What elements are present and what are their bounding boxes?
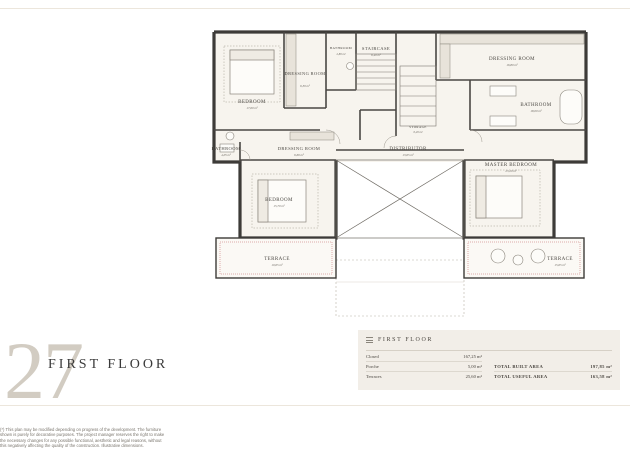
floor-plan: STAIRCASE 6,40 m² BATHROOM 2,80 m² DRESS… <box>200 20 600 320</box>
disclaimer-line: this negatively affecting the quality of… <box>0 443 144 449</box>
areas-panel-title: FIRST FLOOR <box>378 337 434 343</box>
room-distributor-area: 13,65 m² <box>402 153 413 158</box>
bed-master-pillows <box>475 175 487 219</box>
room-terrace-left-area: 10,65 m² <box>271 263 282 268</box>
area-row-value: 5,00 m² <box>467 364 482 369</box>
area-row-label: Closed <box>366 354 379 359</box>
room-bedroom-mid-label: BEDROOM <box>265 198 293 203</box>
toilet-left <box>225 131 235 141</box>
door-swing-2 <box>383 135 397 149</box>
terrace-right-outline <box>463 237 585 279</box>
door-swing-4 <box>239 149 251 161</box>
rug-top <box>223 45 281 103</box>
area-row-rule <box>366 371 482 372</box>
bathtub <box>559 89 583 125</box>
disclaimer-line: (*) This plan may be modified depending … <box>0 427 162 432</box>
armchair-1 <box>490 248 506 264</box>
total-value: 197,85 m² <box>590 364 612 369</box>
door-swing-1 <box>325 129 341 145</box>
wardrobe-4 <box>289 131 335 141</box>
room-bathroom-small-label: BATHROOM <box>330 46 352 50</box>
room-master-bedroom-label: MASTER BEDROOM <box>485 163 537 168</box>
room-bathroom-master-label: BATHROOM <box>520 103 551 108</box>
room-staircase-label: STAIRCASE <box>362 46 390 51</box>
area-row-value: 25,60 m² <box>465 374 482 379</box>
area-row-label: Porche <box>366 364 379 369</box>
floor-plan-drawing: STAIRCASE 6,40 m² BATHROOM 2,80 m² DRESS… <box>212 30 588 317</box>
terrace-right-rail <box>467 241 581 275</box>
total-rule <box>494 371 612 372</box>
room-dressing-mid-area: 6,60 m² <box>294 153 304 158</box>
terrace-left-outline <box>215 237 337 279</box>
room-dressing-top-label: DRESSING ROOM <box>489 57 535 62</box>
total-label: TOTAL BUILT AREA <box>494 364 544 369</box>
wardrobe-2 <box>439 33 585 45</box>
top-rule <box>0 8 630 9</box>
page-number: 27 <box>4 325 84 416</box>
door-swing-3 <box>469 129 483 143</box>
wall-west <box>212 32 242 238</box>
bed-top-pillows <box>229 49 275 61</box>
disclaimer-line: shown is purely for decorative purposes.… <box>0 432 165 438</box>
wardrobe-1 <box>285 33 297 107</box>
room-bathroom-left-area: 4,05 m² <box>221 153 231 158</box>
vanity-1 <box>489 85 517 97</box>
void-area <box>335 159 465 239</box>
room-dressing-mid-label: DRESSING ROOM <box>278 146 321 151</box>
areas-panel: FIRST FLOOR Closed 167,25 m² Porche 5,00… <box>358 330 620 390</box>
room-dressing-left-area: 6,30 m² <box>300 84 310 89</box>
bed-mid-pillows <box>257 179 269 223</box>
sink-left <box>219 143 235 153</box>
area-row-rule <box>366 361 482 362</box>
wall-east <box>552 32 588 238</box>
void-cross-2 <box>335 159 465 239</box>
room-bedroom-mid-area: 15,70 m² <box>273 204 284 209</box>
rug-mid <box>251 173 319 229</box>
room-storage-area: 0,20 m² <box>413 130 422 135</box>
room-bedroom-top-area: 17,60 m² <box>246 106 257 111</box>
room-distributor-label: DISTRIBUTOR <box>389 147 427 152</box>
list-icon <box>366 337 373 343</box>
room-terrace-right-area: 15,65 m² <box>554 263 565 268</box>
areas-panel-divider <box>366 350 612 351</box>
room-bathroom-left-label: BATHROOM <box>212 146 241 151</box>
porch-outline <box>335 259 465 317</box>
room-dressing-top-area: 16,80 m² <box>506 63 517 68</box>
vanity-2 <box>489 115 517 127</box>
wardrobe-3 <box>439 43 451 79</box>
room-dressing-left-label: DRESSING ROOM <box>285 71 326 76</box>
armchair-2 <box>530 248 546 264</box>
room-bedroom-top-label: BEDROOM <box>238 100 266 105</box>
room-terrace-right-label: TERRACE <box>547 257 573 262</box>
room-master-bedroom-area: 23,20 m² <box>505 169 516 174</box>
area-row-label: Terraces <box>366 374 382 379</box>
total-value: 163,58 m² <box>590 374 612 379</box>
room-terrace-left-label: TERRACE <box>264 257 290 262</box>
room-bathroom-master-area: 18,00 m² <box>530 109 541 114</box>
room-storage-label: STORAGE <box>409 125 426 129</box>
terrace-left-rail <box>219 241 333 275</box>
area-row-value: 167,25 m² <box>463 354 482 359</box>
room-bathroom-small-area: 2,80 m² <box>336 52 345 57</box>
floor-title: FIRST FLOOR <box>48 357 169 372</box>
disclaimer-line: the necessary changes for any possible f… <box>0 437 162 443</box>
room-staircase-area: 6,40 m² <box>371 53 381 58</box>
toilet-small <box>346 62 354 70</box>
bottom-rule <box>0 405 630 406</box>
total-label: TOTAL USEFUL AREA <box>494 374 548 379</box>
disclaimer: (*) This plan may be modified depending … <box>0 427 206 449</box>
side-table <box>512 254 524 266</box>
